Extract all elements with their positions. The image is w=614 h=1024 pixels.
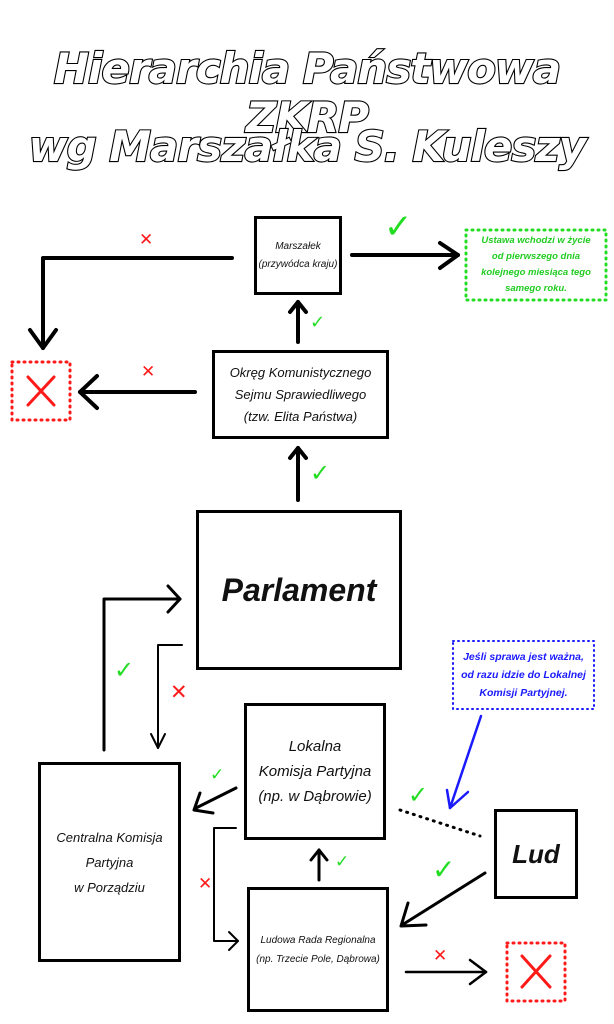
check-icon-parlament-okreg: ✓	[310, 459, 331, 487]
wazna-note-border	[452, 640, 595, 710]
check-icon-centralna-parlament: ✓	[114, 656, 135, 684]
check-icon-lud-ludowa: ✓	[432, 853, 456, 886]
edge-lokalna-centralna	[194, 786, 238, 810]
arrowhead-ludowa-lokalna	[309, 848, 329, 862]
node-centralna-label: Centralna Komisja Partyjna w Porządziu	[56, 829, 163, 895]
check-icon-ludowa-lokalna: ✓	[335, 852, 350, 872]
cross-icon-ludowa-reject: ✕	[433, 946, 448, 966]
big-cross-icon-bottom-b	[520, 954, 552, 989]
node-lud: Lud	[494, 809, 578, 899]
edge-note-wazna	[448, 714, 483, 810]
arrowhead-lud-ludowa	[399, 901, 428, 928]
arrowhead-lokalna-centralna	[192, 791, 215, 815]
arrowhead-centralna-parlament	[166, 584, 182, 614]
node-lokalna-label: Lokalna Komisja Partyjna (np. w Dąbrowie…	[258, 738, 372, 805]
check-icon-okreg-marszalek: ✓	[310, 312, 326, 333]
node-lud-label: Lud	[512, 838, 560, 869]
cross-icon-lokalna-ludowa: ✕	[198, 874, 213, 894]
arrowhead-ludowa-reject	[468, 958, 488, 986]
edge-centralna-parlament	[102, 597, 182, 752]
rejected-box-top	[10, 360, 72, 422]
title-line-2: wg Marszałka S. Kuleszy	[28, 121, 588, 172]
arrowhead-okreg-marszalek	[288, 300, 308, 314]
arrowhead-note-wazna	[445, 788, 470, 810]
arrowhead-parlament-centralna	[150, 733, 166, 749]
note-ustawa: Ustawa wchodzi w życie od pierwszego dni…	[466, 230, 606, 300]
check-icon-lokalna-centralna: ✓	[210, 765, 225, 785]
arrowhead-marszalek-ustawa	[438, 241, 460, 270]
arrowhead-lokalna-ludowa	[228, 931, 239, 951]
check-icon-lud-lokalna: ✓	[408, 781, 429, 809]
node-lokalna: Lokalna Komisja Partyjna (np. w Dąbrowie…	[244, 703, 386, 840]
arrowhead-parlament-okreg	[288, 446, 308, 460]
big-cross-icon-top-b	[26, 375, 56, 407]
cross-icon-parlament-centralna: ✕	[170, 680, 188, 704]
cross-icon-marszalek-reject: ✕	[139, 230, 154, 250]
node-ludowa: Ludowa Rada Regionalna (np. Trzecie Pole…	[247, 887, 389, 1012]
arrowhead-okreg-reject	[78, 374, 99, 410]
node-parlament: Parlament	[196, 510, 402, 670]
node-marszalek: Marszałek (przywódca kraju)	[254, 216, 342, 295]
check-icon-marszalek-ustawa: ✓	[384, 207, 413, 247]
node-marszalek-label: Marszałek (przywódca kraju)	[258, 240, 338, 270]
edge-lokalna-ludowa	[213, 827, 239, 942]
node-parlament-label: Parlament	[221, 571, 377, 608]
edge-lud-lokalna-dotted	[398, 808, 482, 838]
arrowhead-marszalek-reject	[28, 328, 58, 350]
edge-parlament-centralna	[157, 644, 183, 749]
edge-marszalek-reject	[41, 256, 234, 350]
node-ludowa-label: Ludowa Rada Regionalna (np. Trzecie Pole…	[256, 934, 380, 965]
node-okreg-label: Okręg Komunistycznego Sejmu Sprawiedliwe…	[229, 364, 372, 424]
cross-icon-okreg-reject: ✕	[141, 362, 156, 382]
title-line-1: Hierarchia Państwowa ZKRP	[53, 43, 562, 143]
rejected-box-bottom	[505, 941, 567, 1003]
node-centralna: Centralna Komisja Partyjna w Porządziu	[38, 762, 181, 962]
node-okreg: Okręg Komunistycznego Sejmu Sprawiedliwe…	[212, 350, 389, 439]
ustawa-note-border	[464, 228, 608, 302]
note-wazna-text: Jeśli sprawa jest ważna, od razu idzie d…	[461, 651, 586, 699]
note-ustawa-text: Ustawa wchodzi w życie od pierwszego dni…	[481, 235, 591, 294]
edge-lud-ludowa	[400, 871, 487, 927]
note-wazna: Jeśli sprawa jest ważna, od razu idzie d…	[453, 641, 594, 709]
